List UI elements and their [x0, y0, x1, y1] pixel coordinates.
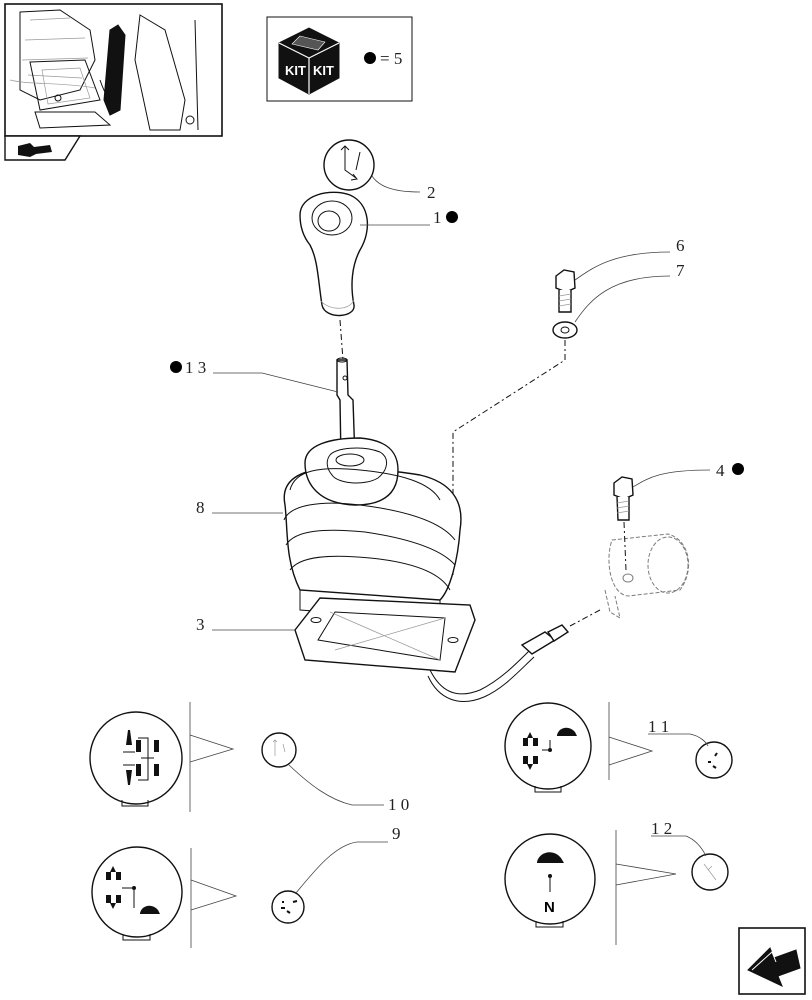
part-control-knob	[299, 191, 369, 317]
callout-8: 8	[196, 498, 205, 517]
callout-7: 7	[676, 261, 685, 280]
kit-marker-13	[170, 361, 182, 373]
callout-1: 1	[433, 208, 442, 227]
part-washer-7	[552, 321, 578, 339]
pointer-10	[189, 734, 235, 763]
leader-12	[651, 835, 707, 857]
tractor-cab-thumbnail-icon	[9, 9, 199, 131]
filled-dot-icon	[364, 52, 376, 64]
callout-9: 9	[392, 824, 401, 843]
leader-4	[632, 469, 711, 488]
kit-equation: = 5	[380, 49, 402, 68]
part-linkage-rod	[427, 609, 601, 702]
decal-detail-12: N	[504, 833, 596, 928]
leader-2	[371, 175, 421, 193]
decal-detail-10	[89, 711, 183, 807]
axis-screw	[452, 340, 566, 575]
part-knob-decal	[323, 139, 375, 191]
callout-10: 1 0	[388, 795, 409, 814]
decal-detail-11	[504, 702, 592, 793]
previous-page-arrow-icon[interactable]	[4, 135, 82, 161]
callout-3: 3	[196, 615, 205, 634]
callout-11: 1 1	[648, 717, 669, 736]
part-decal-9	[271, 890, 305, 924]
callout-6: 6	[676, 236, 685, 255]
part-screw-6	[555, 269, 576, 313]
callout-13: 1 3	[185, 358, 206, 377]
part-screw-4	[613, 476, 634, 521]
location-thumbnail	[4, 3, 223, 161]
leader-10	[288, 764, 384, 806]
kit-label-left: KIT	[285, 63, 306, 78]
leader-11	[648, 733, 709, 747]
pointer-11	[608, 736, 654, 766]
axis-knob	[339, 319, 344, 361]
kit-marker-4	[732, 463, 744, 475]
next-page-arrow-icon[interactable]	[738, 927, 806, 995]
part-decal-10	[261, 732, 297, 768]
decal-detail-9	[91, 846, 183, 941]
part-base-plate	[294, 597, 476, 673]
kit-label-right: KIT	[313, 63, 334, 78]
part-bracket	[604, 533, 689, 620]
callout-4: 4	[716, 461, 725, 480]
part-decal-12	[691, 853, 729, 891]
part-rubber-boot	[283, 437, 462, 621]
neutral-symbol: N	[544, 899, 555, 916]
leader-13	[213, 372, 339, 393]
callout-2: 2	[427, 183, 436, 202]
kit-legend: KIT KIT = 5	[266, 16, 413, 102]
pointer-12	[615, 863, 677, 886]
leader-9	[295, 841, 388, 894]
kit-marker-1	[446, 211, 458, 223]
pointer-9	[190, 879, 238, 911]
leader-7	[574, 275, 671, 323]
axis-bracket	[623, 521, 627, 571]
callout-12: 1 2	[651, 819, 672, 838]
part-decal-11	[695, 741, 733, 779]
leader-6	[574, 251, 671, 281]
kit-box-icon: KIT KIT	[278, 27, 340, 95]
